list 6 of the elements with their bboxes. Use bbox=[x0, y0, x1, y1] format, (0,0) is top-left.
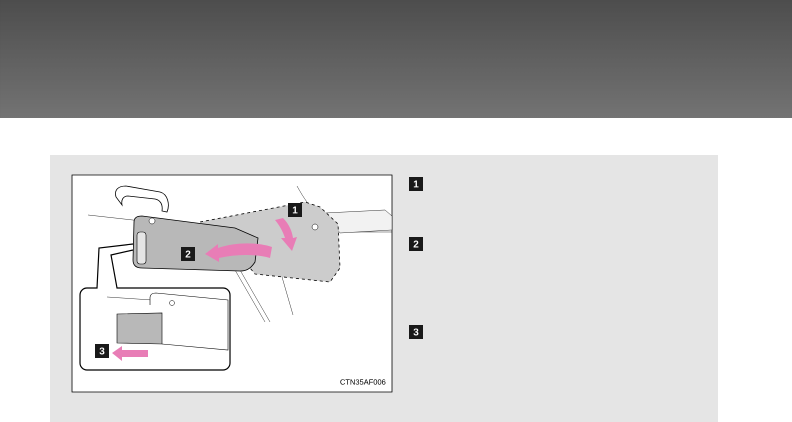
callout-number: 2 bbox=[181, 247, 195, 261]
callout-number: 3 bbox=[95, 344, 109, 358]
callout-number: 3 bbox=[409, 325, 423, 339]
callout-number: 1 bbox=[288, 203, 302, 217]
callout-number: 1 bbox=[409, 177, 423, 191]
callout-number: 2 bbox=[409, 237, 423, 251]
